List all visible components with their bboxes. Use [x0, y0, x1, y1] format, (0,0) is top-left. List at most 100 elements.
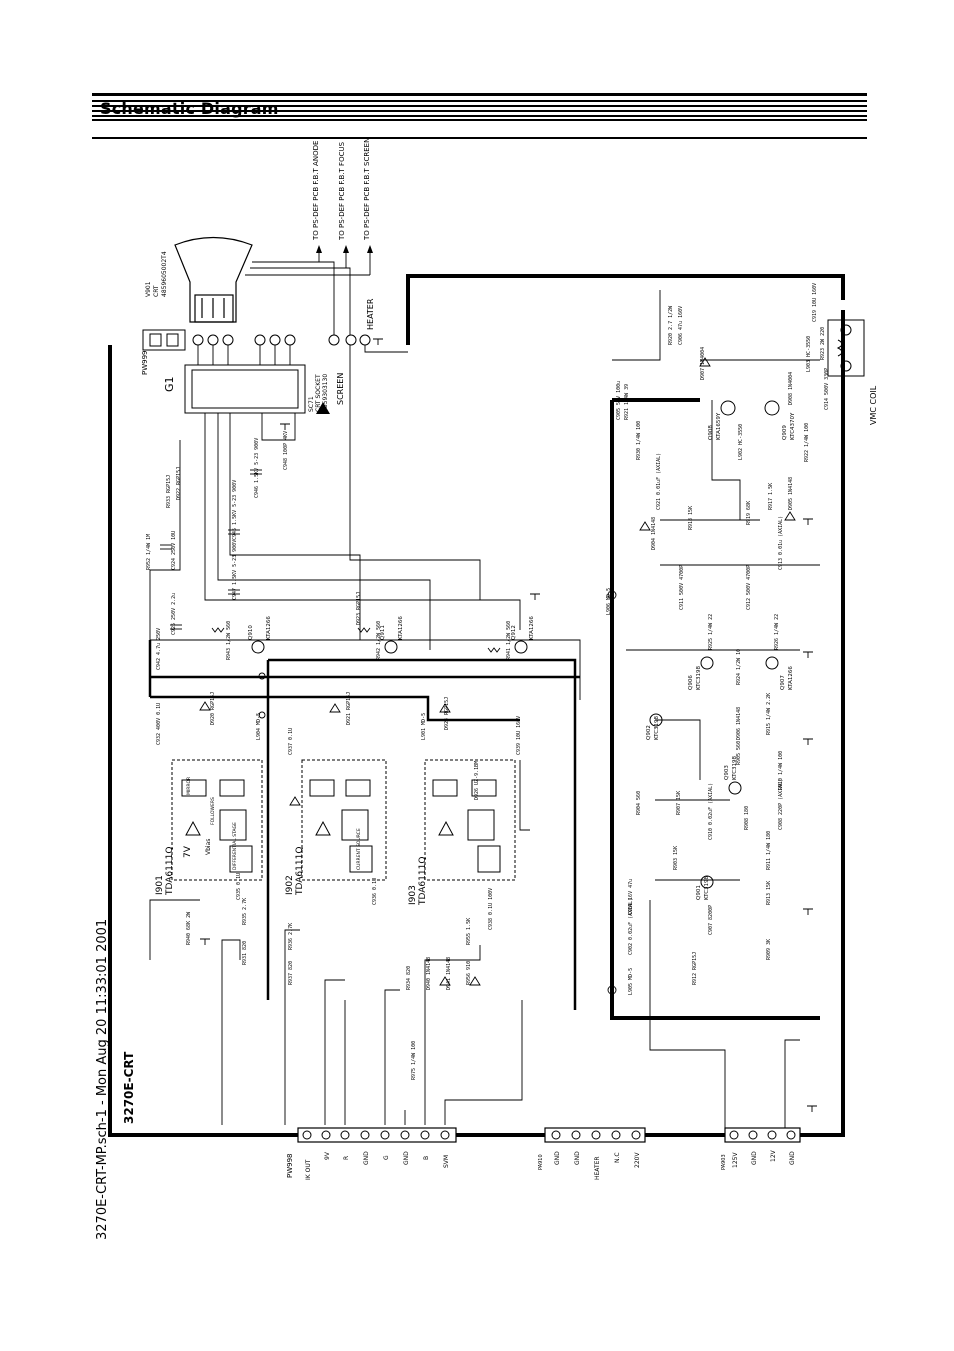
q912-part: KTA1266	[529, 616, 535, 640]
component-label: C902 0.02uF (AXIAL)	[628, 898, 634, 955]
socket-pins	[192, 334, 371, 346]
file-stamp: 3270E-CRT-MP.sch-1 - Mon Aug 20 11:33:01…	[95, 919, 110, 1240]
component-label: C914 500V 330P	[824, 368, 830, 410]
connector-pw998	[297, 1127, 457, 1143]
component-label: R918 15K	[688, 506, 694, 530]
q903-ref: Q903	[724, 765, 730, 780]
ic-block-vbias: Vbias	[205, 839, 212, 855]
component-label: C921 0.01uF (AXIAL)	[656, 453, 662, 510]
component-label: C939 10U 160V	[516, 716, 522, 755]
pin-label: 12V	[770, 1149, 777, 1162]
ic-i901	[171, 759, 263, 881]
component-label: R922 1/4W 100	[804, 423, 810, 462]
component-label: R904 560	[636, 791, 642, 815]
component-label: R908 180	[744, 806, 750, 830]
q906-part: KTC3198	[696, 665, 702, 690]
component-label: R931 820	[242, 941, 248, 965]
socket-ref: SC71	[308, 396, 315, 412]
component-label: D940 1N4148	[426, 957, 432, 990]
component-label: R935 2.7K	[242, 898, 248, 925]
pw998-ref: PW998	[286, 1153, 294, 1178]
ic-i903-ref: I903	[408, 885, 418, 905]
component-label: R956 910	[466, 961, 472, 985]
pin-label: GND	[574, 1151, 581, 1165]
component-label: C913 0.01u (AXIAL)	[778, 516, 784, 570]
ground-bus	[108, 274, 845, 1137]
component-label: C947 1.5KV 5-23 900V	[232, 540, 238, 600]
pa910-pin-labels: GND GND HEATER N.C 220V	[554, 1151, 641, 1180]
component-label: R911 1/4W 180	[766, 831, 772, 870]
pin-label: 125V	[732, 1152, 739, 1168]
component-label: D926 UZ-9.1BM	[474, 761, 480, 800]
q907-part: KTA1266	[788, 666, 794, 690]
component-label: R940 68K 2W	[186, 911, 192, 945]
ground-icons	[200, 338, 817, 1112]
component-label: L906 MD-5	[606, 588, 612, 615]
page-title: Schematic Diagram	[100, 99, 279, 118]
socket-label: CRT SOCKET	[315, 374, 322, 412]
pin-label: IK OUT	[305, 1159, 312, 1180]
ic-i902-ref: I902	[285, 875, 295, 895]
component-label: R903 15K	[673, 846, 679, 870]
component-label: R936 2.7K	[288, 923, 294, 950]
pin-label: GND	[554, 1151, 561, 1165]
warning-icon	[316, 402, 330, 414]
component-label: C905 50V 100u	[616, 381, 622, 420]
component-label: R942 1/2W 560	[376, 621, 382, 660]
component-label: R920 2.7 1/2W	[668, 305, 674, 345]
component-label: C907 8200P	[708, 905, 714, 935]
component-label: R917 1.5K	[768, 483, 774, 510]
pin-label: GND	[789, 1151, 796, 1165]
component-label: R925 1/4W 22	[708, 614, 714, 650]
component-label: C925 250V 2.2u	[171, 593, 177, 635]
pin-label: 220V	[634, 1152, 641, 1168]
ic-block-followers: FOLLOWERS	[210, 797, 216, 825]
pin-label: G	[383, 1155, 390, 1160]
pw999-label: PW999	[141, 350, 149, 375]
component-label: D923 RGP15J	[356, 592, 362, 625]
q907-ref: Q907	[780, 675, 786, 690]
crt-tube	[174, 236, 253, 323]
component-label: L901 MD-5	[421, 713, 427, 740]
component-label: C948 100P 4KV	[283, 431, 289, 470]
q911-ref: Q911	[380, 625, 386, 640]
q909-ref: Q909	[782, 425, 788, 440]
screen-label: SCREEN	[336, 373, 345, 405]
ic-i903-part: TDA6111Q	[418, 857, 428, 906]
q908-part: KTA1659Y	[716, 412, 722, 440]
component-label: C936 0.1U	[372, 878, 378, 905]
q903-part: KTC3198	[732, 755, 738, 780]
component-label: C938 0.1U 100V	[488, 888, 494, 930]
component-label: L904 MD-5	[256, 713, 262, 740]
q909-part: KTC4370Y	[790, 412, 796, 440]
pin-label: GND	[403, 1151, 410, 1165]
component-label: R975 1/4W 100	[411, 1041, 417, 1080]
fbt-wiring	[245, 252, 371, 335]
pa910-ref: PA910	[538, 1154, 544, 1170]
transistor-symbols	[251, 400, 780, 889]
component-label: C924 250V 10U	[171, 531, 177, 570]
pin-label: GND	[363, 1151, 370, 1165]
ic-i903	[424, 759, 516, 881]
component-label: R921 1/4W 39	[624, 384, 630, 420]
component-label: R930 1/4W 100	[636, 421, 642, 460]
ic-i901-part: TDA6111Q	[165, 847, 175, 896]
component-label: C932 400V 0.1U	[156, 703, 162, 745]
pin-label: HEATER	[594, 1156, 601, 1180]
pw999-connector	[142, 329, 186, 351]
component-label: R955 1.5K	[466, 918, 472, 945]
component-label: L903 HC-3550	[806, 336, 812, 372]
connector-pa903	[724, 1127, 801, 1143]
ic-i901-ref: I901	[155, 875, 165, 895]
component-label: C906 47u 160V	[678, 306, 684, 345]
ic-block-differential: DIFFERENTIAL STAGE	[232, 822, 238, 870]
component-label: D921 RGP15J	[346, 692, 352, 725]
component-label: D924 RGP15J	[444, 697, 450, 730]
component-label: D907 1N4004	[700, 347, 706, 380]
fbt-screen-label: TO PS-DEF PCB F.B.T SCREEN	[363, 138, 371, 241]
component-label: D920 RGP15J	[210, 692, 216, 725]
component-label: R933 RGP15J	[166, 475, 172, 508]
q901-part: KTC3198	[704, 875, 710, 900]
component-labels: C946 1.5KV 5-23 900V C945 1.5KV 5-23 900…	[146, 283, 830, 1080]
